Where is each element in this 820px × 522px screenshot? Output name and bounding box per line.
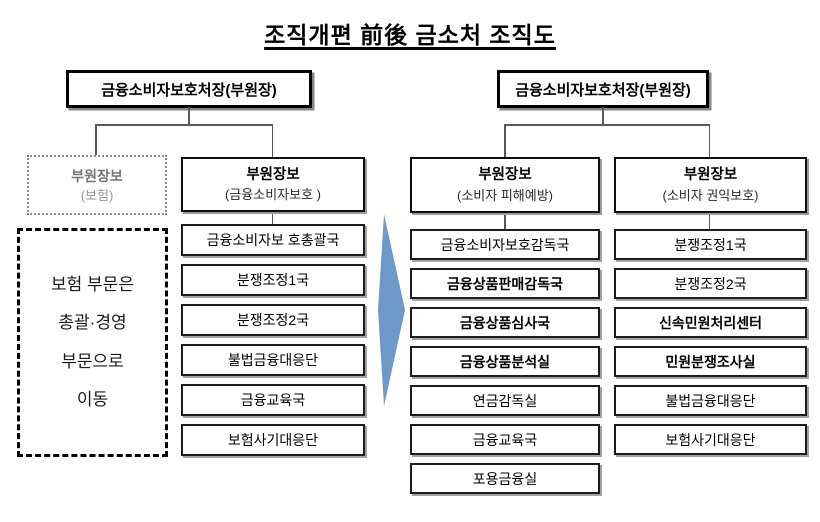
- before-dept-box: 보험사기대응단: [181, 424, 365, 456]
- after-connector-drop-right: [708, 124, 710, 157]
- after-connector-bar: [504, 124, 709, 126]
- note-line-3: 부문으로: [61, 351, 124, 371]
- before-dept-box: 분쟁조정2국: [181, 304, 365, 336]
- before-insurance-deputy-box: 부원장보 (보험): [27, 155, 167, 215]
- note-line-1: 보험 부문은: [51, 275, 134, 294]
- after-colB-deputy-box: 부원장보 (소비자 권익보호): [614, 157, 807, 213]
- before-dept-box: 금융교육국: [181, 384, 365, 416]
- after-colA-dept-box: 연금감독실: [410, 385, 600, 416]
- after-colA-deputy-title: 부원장보: [478, 167, 532, 184]
- after-head-box: 금융소비자보호처장(부원장): [497, 70, 709, 108]
- after-colB-dept-box: 분쟁조정1국: [614, 229, 807, 260]
- before-head-box: 금융소비자보호처장(부원장): [66, 70, 312, 108]
- before-insurance-deputy-title: 부원장보: [71, 167, 123, 184]
- after-colB-dept-box: 신속민원처리센터: [614, 307, 807, 338]
- after-colA-deputy-box: 부원장보 (소비자 피해예방): [410, 157, 600, 213]
- before-connector-drop-left: [95, 124, 97, 156]
- after-colB-dept-box: 민원분쟁조사실: [614, 346, 807, 377]
- after-colA-dept-box: 금융상품분석실: [410, 346, 600, 377]
- after-connector-drop-left: [504, 124, 506, 157]
- after-colA-dept-box: 금융상품판매감독국: [410, 268, 600, 299]
- before-dept-box: 분쟁조정1국: [181, 264, 365, 296]
- transition-arrow-icon: [378, 214, 405, 406]
- after-colA-dept-box: 금융소비자보호감독국: [410, 229, 600, 260]
- after-colB-dept-box: 불법금융대응단: [614, 385, 807, 416]
- after-colA-dept-box: 포용금융실: [410, 463, 600, 494]
- before-insurance-deputy-subtitle: (보험): [80, 188, 114, 204]
- before-connector-bar: [95, 124, 273, 126]
- after-colB-dept-box: 분쟁조정2국: [614, 268, 807, 299]
- after-connector-stem: [602, 107, 604, 125]
- before-connector-drop-right: [271, 124, 273, 157]
- before-connector-stem: [188, 107, 190, 125]
- before-insurance-note-box: 보험 부문은 총괄·경영 부문으로 이동: [17, 228, 168, 457]
- after-colB-deputy-title: 부원장보: [683, 167, 738, 184]
- after-colA-dept-box: 금융상품심사국: [410, 307, 600, 338]
- after-colA-deputy-subtitle: (소비자 피해예방): [457, 187, 553, 203]
- before-dept-box: 불법금융대응단: [181, 344, 365, 376]
- page-title: 조직개편 前後 금소처 조직도: [264, 22, 556, 48]
- note-line-2: 총괄·경영: [58, 313, 127, 333]
- before-dept-box: 금융소비자보 호총괄국: [181, 224, 365, 256]
- after-colB-deputy-subtitle: (소비자 권익보호): [662, 187, 759, 203]
- before-deputy-title: 부원장보: [246, 166, 300, 183]
- before-deputy-subtitle: (금융소비자보호 ): [225, 187, 321, 203]
- note-line-4: 이동: [76, 389, 109, 409]
- before-deputy-box: 부원장보 (금융소비자보호 ): [181, 157, 365, 212]
- before-deputy-to-dept-connector: [271, 211, 273, 224]
- after-colA-deputy-connector: [504, 212, 506, 229]
- after-colA-dept-box: 금융교육국: [410, 424, 600, 455]
- after-colB-deputy-connector: [708, 212, 710, 229]
- after-colB-dept-box: 보험사기대응단: [614, 424, 807, 455]
